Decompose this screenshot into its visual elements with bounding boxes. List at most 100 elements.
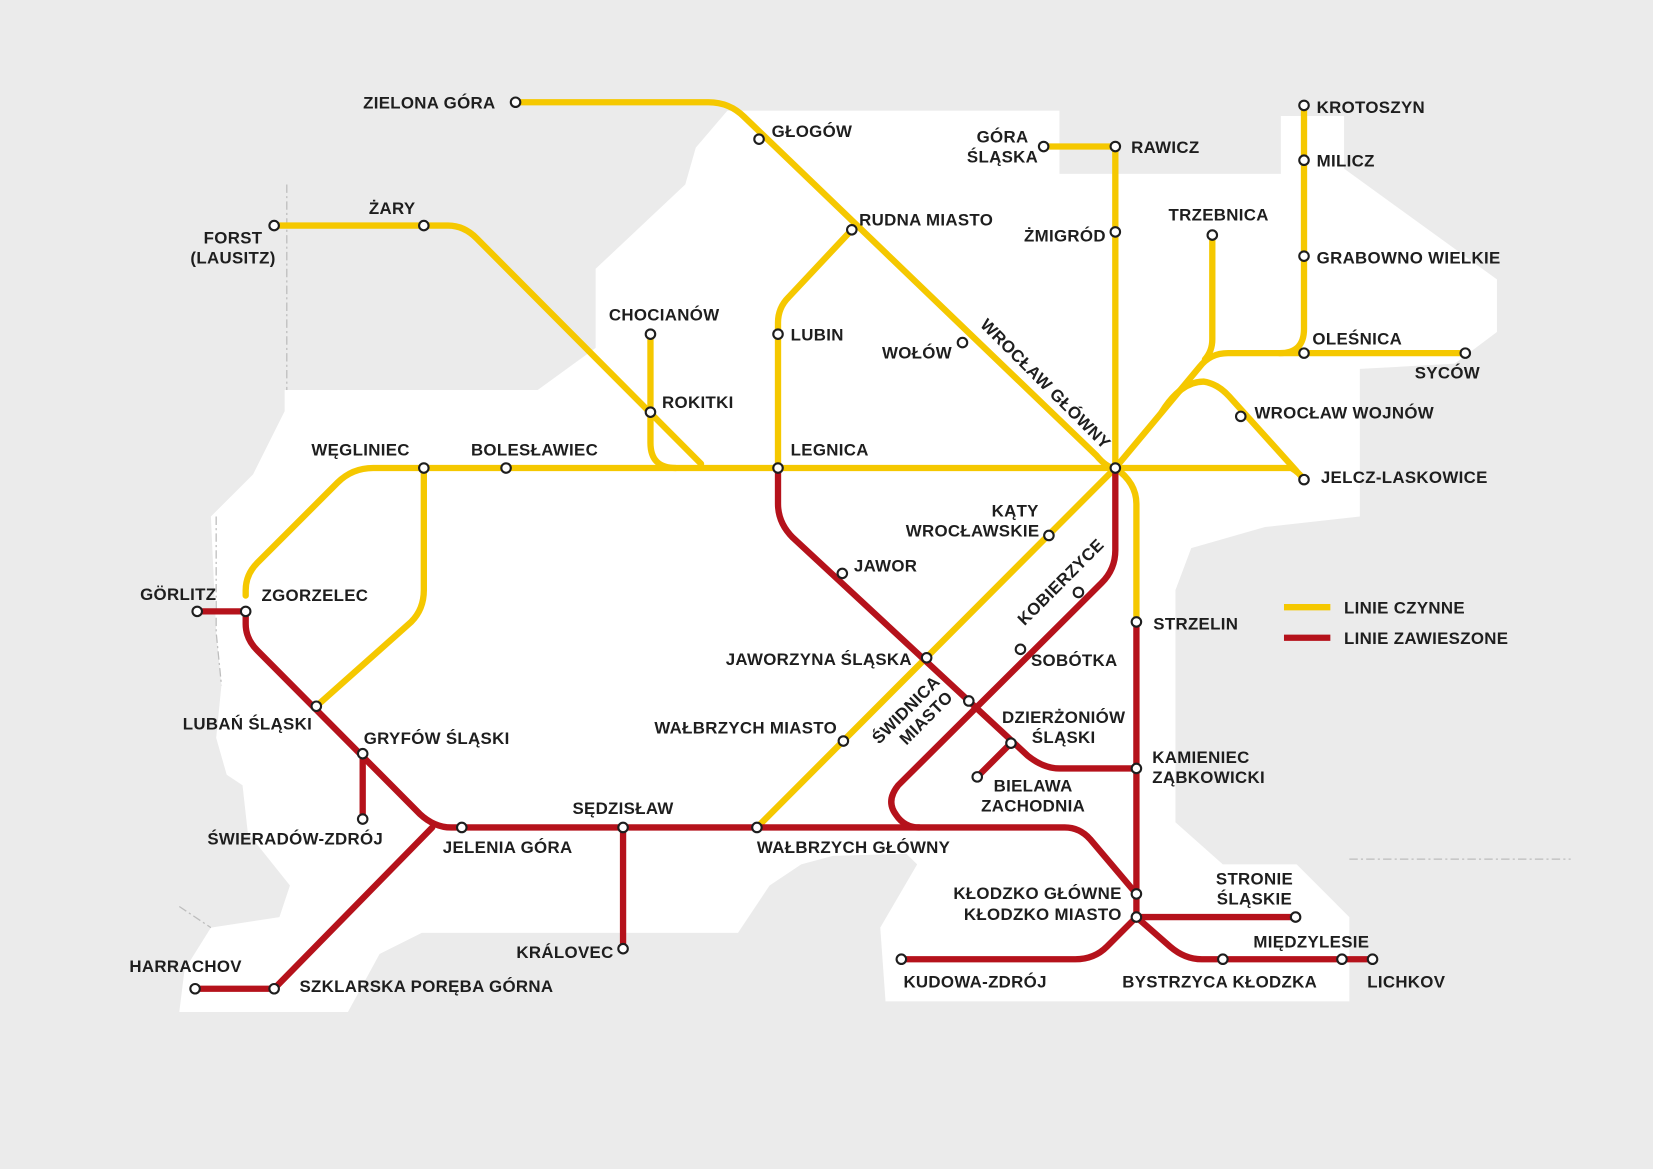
station-zgorzelec[interactable]	[239, 605, 252, 618]
station-sycow[interactable]	[1459, 347, 1472, 359]
station-walbrzych-glowny[interactable]	[751, 821, 763, 834]
station-glogow[interactable]	[753, 133, 765, 145]
label-kralovec: KRÁLOVEC	[516, 943, 613, 962]
station-jelenia[interactable]	[455, 821, 468, 834]
station-strzelin[interactable]	[1130, 616, 1143, 628]
station-wroclaw[interactable]	[1109, 462, 1122, 474]
station-legnica[interactable]	[772, 462, 784, 474]
line-bielawa	[974, 739, 1015, 781]
line-wegliniec-luban	[313, 464, 427, 710]
station-boleslawiec[interactable]	[500, 462, 512, 474]
station-rokitki[interactable]	[644, 406, 657, 418]
station-luban[interactable]	[310, 700, 323, 713]
label-rudna: RUDNA MIASTO	[859, 211, 993, 230]
station-harrachov[interactable]	[189, 982, 201, 995]
label-zgorzelec: ZGORZELEC	[262, 586, 369, 605]
station-trzebnica[interactable]	[1206, 229, 1219, 241]
station-bielawa[interactable]	[971, 771, 984, 783]
station-olesnica[interactable]	[1298, 347, 1310, 359]
label-klodzko-glowne: KŁODZKO GŁÓWNE	[953, 884, 1121, 903]
station-forst[interactable]	[268, 219, 280, 232]
label-gryfow: GRYFÓW ŚLĄSKI	[364, 729, 510, 748]
station-zary[interactable]	[418, 219, 430, 232]
label-zmigrod: ŻMIGRÓD	[1024, 226, 1106, 245]
label-kamieniec-1: KAMIENIEC	[1152, 748, 1249, 767]
label-jaworzyna: JAWORZYNA ŚLĄSKA	[726, 650, 912, 669]
station-jaworzyna[interactable]	[920, 651, 933, 664]
label-szklarska: SZKLARSKA PORĘBA GÓRNA	[299, 977, 553, 996]
label-wegliniec: WĘGLINIEC	[311, 440, 409, 459]
label-gora-slaska-1: GÓRA	[977, 127, 1029, 146]
label-kudowa: KUDOWA-ZDRÓJ	[903, 973, 1046, 992]
station-swieradow[interactable]	[356, 813, 369, 825]
label-sobotka: SOBÓTKA	[1031, 651, 1118, 670]
station-miedzylesie[interactable]	[1336, 953, 1348, 966]
label-stronie-1: STRONIE	[1216, 869, 1293, 888]
label-olesnica: OLEŚNICA	[1312, 330, 1402, 349]
line-trzebnica	[1201, 231, 1216, 363]
legend-label-active: LINIE CZYNNE	[1344, 598, 1465, 617]
station-wegliniec[interactable]	[418, 462, 430, 474]
label-wojnow: WROCŁAW WOJNÓW	[1254, 403, 1434, 422]
station-chocianow[interactable]	[644, 328, 657, 340]
station-swidnica[interactable]	[963, 695, 975, 707]
station-klodzko-miasto[interactable]	[1130, 911, 1143, 923]
station-zielona-gora[interactable]	[509, 96, 522, 109]
station-bystrzyca[interactable]	[1217, 953, 1229, 966]
legend: LINIE CZYNNE LINIE ZAWIESZONE	[1283, 598, 1508, 648]
line-gorlitz-klodzko	[194, 608, 1140, 898]
label-milicz: MILICZ	[1317, 152, 1375, 171]
active-lines	[242, 99, 1469, 831]
station-zmigrod[interactable]	[1109, 226, 1122, 238]
station-klodzko-glowne[interactable]	[1130, 888, 1143, 900]
legend-label-suspended: LINIE ZAWIESZONE	[1344, 629, 1508, 648]
station-gryfow[interactable]	[356, 747, 369, 760]
station-gorlitz[interactable]	[191, 605, 203, 618]
station-wolow[interactable]	[956, 336, 969, 349]
station-kudowa[interactable]	[895, 953, 908, 966]
label-wolow: WOŁÓW	[882, 343, 952, 362]
label-jelenia: JELENIA GÓRA	[443, 838, 573, 857]
label-lubin: LUBIN	[791, 325, 844, 344]
station-walbrzych-miasto[interactable]	[837, 735, 850, 747]
label-zielona-gora: ZIELONA GÓRA	[363, 94, 495, 113]
station-kralovec[interactable]	[617, 942, 629, 955]
station-lichkov[interactable]	[1366, 953, 1379, 966]
label-rokitki: ROKITKI	[662, 393, 734, 412]
label-gorlitz: GÖRLITZ	[140, 585, 216, 604]
station-szklarska[interactable]	[268, 982, 280, 995]
label-gora-slaska-2: ŚLĄSKA	[967, 147, 1038, 166]
station-sedzislaw[interactable]	[617, 821, 629, 834]
label-klodzko-miasto: KŁODZKO MIASTO	[964, 905, 1122, 924]
station-kamieniec[interactable]	[1130, 762, 1143, 775]
label-jawor: JAWOR	[854, 556, 917, 575]
label-miedzylesie: MIĘDZYLESIE	[1253, 933, 1369, 952]
station-jelcz[interactable]	[1298, 473, 1310, 486]
station-grabowno[interactable]	[1298, 250, 1310, 262]
label-zary: ŻARY	[369, 199, 416, 218]
station-lubin[interactable]	[772, 328, 784, 340]
station-rudna[interactable]	[846, 223, 858, 236]
station-dzierzoniow[interactable]	[1005, 737, 1017, 749]
label-glogow: GŁOGÓW	[772, 122, 853, 141]
station-kobierzyce[interactable]	[1072, 586, 1085, 599]
station-rawicz[interactable]	[1109, 140, 1122, 153]
station-milicz[interactable]	[1298, 154, 1310, 167]
label-katy-2: WROCŁAWSKIE	[906, 522, 1040, 541]
station-katy[interactable]	[1043, 529, 1055, 542]
station-jawor[interactable]	[836, 567, 849, 580]
country-border	[178, 184, 1571, 929]
station-sobotka[interactable]	[1014, 643, 1027, 656]
station-gora-slaska[interactable]	[1037, 140, 1050, 153]
station-wojnow[interactable]	[1234, 410, 1247, 423]
station-stronie[interactable]	[1289, 911, 1302, 923]
line-wroclaw-swidnica	[888, 464, 1119, 831]
label-swieradow: ŚWIERADÓW-ZDRÓJ	[207, 829, 383, 848]
label-dzierzoniow-2: ŚLĄSKI	[1032, 728, 1096, 747]
label-forst-1: FORST	[204, 228, 263, 247]
station-krotoszyn[interactable]	[1298, 99, 1310, 112]
label-luban: LUBAŃ ŚLĄSKI	[183, 714, 312, 733]
line-krotoszyn	[1276, 102, 1308, 357]
label-boleslawiec: BOLESŁAWIEC	[471, 440, 598, 459]
label-rawicz: RAWICZ	[1131, 138, 1199, 157]
